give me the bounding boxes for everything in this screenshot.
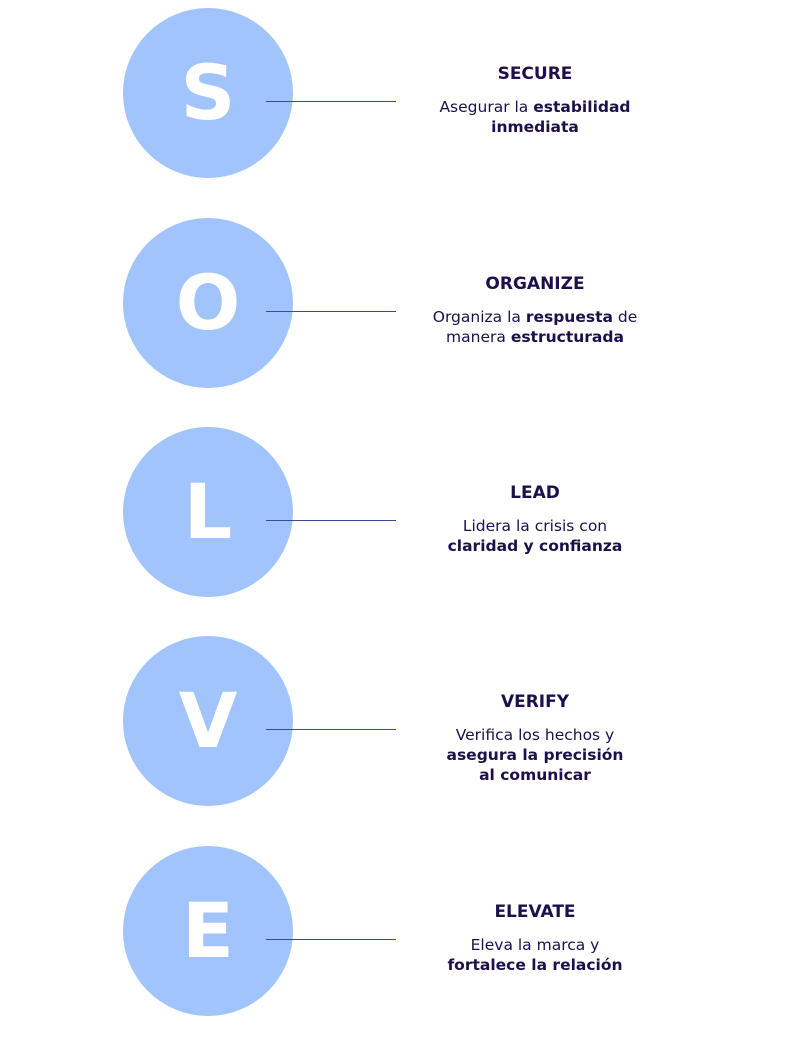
description-line: Verifica los hechos y <box>404 725 666 745</box>
step-lead: L LEAD Lidera la crisis con claridad y con… <box>0 427 791 636</box>
connector-line <box>266 520 396 521</box>
connector-line <box>266 311 396 312</box>
connector-line <box>266 101 396 102</box>
description-line: fortalece la relación <box>404 955 666 975</box>
step-description: Eleva la marca y fortalece la relación <box>404 935 666 975</box>
plain-text: Asegurar la <box>439 98 534 116</box>
step-verify: V VERIFY Verifica los hechos y asegura la … <box>0 636 791 845</box>
description-line: Organiza la respuesta de <box>404 307 666 327</box>
step-description: Lidera la crisis con claridad y confianza <box>404 516 666 556</box>
step-title: ORGANIZE <box>485 274 585 294</box>
connector-line <box>266 939 396 940</box>
letter-circle: L <box>123 427 293 597</box>
step-letter: O <box>175 258 241 347</box>
step-text: LEAD Lidera la crisis con claridad y confi… <box>404 483 666 556</box>
step-letter: E <box>182 886 234 975</box>
description-line: Eleva la marca y <box>404 935 666 955</box>
emphasis-text: asegura la precisión <box>446 746 624 764</box>
description-line: claridad y confianza <box>404 536 666 556</box>
letter-circle: E <box>123 846 293 1016</box>
emphasis-text: al comunicar <box>479 766 591 784</box>
emphasis-text: fortalece la relación <box>447 956 623 974</box>
step-text: VERIFY Verifica los hechos y asegura la pr… <box>404 692 666 785</box>
emphasis-text: estructurada <box>510 328 624 346</box>
step-title: VERIFY <box>500 692 570 712</box>
emphasis-text: inmediata <box>491 118 579 136</box>
step-elevate: E ELEVATE Eleva la marca y fortalece la re… <box>0 846 791 1055</box>
emphasis-text: estabilidad <box>533 98 631 116</box>
letter-circle: O <box>123 218 293 388</box>
plain-text: Lidera la crisis con <box>462 517 608 535</box>
step-letter: S <box>180 48 236 137</box>
step-title: LEAD <box>510 483 560 503</box>
description-line: inmediata <box>404 117 666 137</box>
step-letter: L <box>183 467 233 556</box>
step-text: ELEVATE Eleva la marca y fortalece la rela… <box>404 902 666 975</box>
plain-text: Verifica los hechos y <box>455 726 615 744</box>
plain-text: de <box>612 308 638 326</box>
description-line: al comunicar <box>404 765 666 785</box>
step-title: ELEVATE <box>494 902 576 922</box>
connector-line <box>266 729 396 730</box>
letter-circle: S <box>123 8 293 178</box>
step-description: Verifica los hechos y asegura la precisió… <box>404 725 666 785</box>
description-line: Asegurar la estabilidad <box>404 97 666 117</box>
emphasis-text: respuesta <box>525 308 613 326</box>
plain-text: manera <box>446 328 511 346</box>
plain-text: Eleva la marca y <box>470 936 600 954</box>
step-title: SECURE <box>497 64 573 84</box>
letter-circle: V <box>123 636 293 806</box>
plain-text: Organiza la <box>432 308 526 326</box>
emphasis-text: claridad y confianza <box>447 537 623 555</box>
description-line: asegura la precisión <box>404 745 666 765</box>
description-line: manera estructurada <box>404 327 666 347</box>
description-line: Lidera la crisis con <box>404 516 666 536</box>
step-letter: V <box>178 676 238 765</box>
